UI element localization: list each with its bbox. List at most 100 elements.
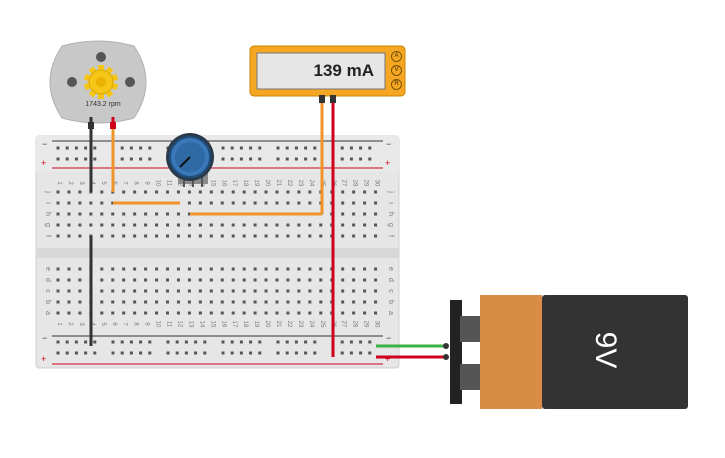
rail-minus-top-right: −: [386, 139, 391, 149]
column-number-18-top: 18: [242, 180, 248, 187]
row-letter-c-left: c: [44, 289, 51, 293]
column-number-2-top: 2: [67, 181, 73, 185]
column-number-27-top: 27: [341, 180, 347, 187]
column-number-11-bottom: 11: [166, 321, 172, 328]
row-letter-a-left: a: [44, 311, 51, 315]
motor-gear-icon: [83, 65, 119, 99]
column-number-24-top: 24: [308, 180, 314, 187]
rail-plus-bottom-right: +: [385, 354, 390, 364]
column-number-23-bottom: 23: [297, 321, 303, 328]
row-letter-e-left: e: [44, 267, 51, 271]
column-number-8-bottom: 8: [133, 322, 139, 326]
battery-voltage-label: 9V: [589, 331, 622, 369]
column-number-10-bottom: 10: [155, 321, 161, 328]
multimeter[interactable]: [249, 45, 406, 103]
column-number-11-top: 11: [166, 180, 172, 187]
column-number-15-top: 15: [209, 180, 215, 187]
column-number-17-bottom: 17: [231, 321, 237, 328]
column-number-30-bottom: 30: [374, 321, 380, 328]
motor-mount-hole-left: [67, 77, 77, 87]
row-letter-g-right: g: [387, 223, 394, 227]
column-number-3-bottom: 3: [78, 322, 84, 326]
rail-minus-top-left: −: [42, 139, 47, 149]
column-number-10-top: 10: [155, 180, 161, 187]
column-number-8-top: 8: [133, 181, 139, 185]
column-number-7-bottom: 7: [122, 322, 128, 326]
column-number-19-top: 19: [253, 180, 259, 187]
column-number-9-bottom: 9: [144, 322, 150, 326]
column-number-27-bottom: 27: [341, 321, 347, 328]
column-number-30-top: 30: [374, 180, 380, 187]
column-number-13-bottom: 13: [187, 321, 193, 328]
potentiometer[interactable]: [166, 133, 214, 187]
row-letter-j-left: j: [44, 190, 51, 193]
column-number-21-bottom: 21: [275, 321, 281, 328]
column-number-9-top: 9: [144, 181, 150, 185]
column-number-29-bottom: 29: [363, 321, 369, 328]
row-letter-e-right: e: [387, 267, 394, 271]
column-number-24-bottom: 24: [308, 321, 314, 328]
column-number-19-bottom: 19: [253, 321, 259, 328]
column-number-14-bottom: 14: [198, 321, 204, 328]
row-letter-f-right: f: [387, 235, 394, 237]
row-letter-g-left: g: [44, 223, 51, 227]
row-letter-f-left: f: [44, 235, 51, 237]
motor-mount-hole-top: [96, 52, 106, 62]
row-letter-b-right: b: [387, 300, 394, 304]
column-number-5-bottom: 5: [100, 322, 106, 326]
column-number-17-top: 17: [231, 180, 237, 187]
column-number-3-top: 3: [78, 181, 84, 185]
rail-plus-top-left: +: [41, 158, 46, 168]
row-letter-b-left: b: [44, 300, 51, 304]
breadboard-row-letters: j i h g f j i h g f e d c b a e d c b a: [44, 190, 394, 315]
row-letter-i-left: i: [44, 202, 51, 204]
multimeter-mode-volts[interactable]: V: [391, 65, 402, 76]
multimeter-reading: 139 mA: [313, 61, 374, 80]
column-number-25-bottom: 25: [319, 321, 325, 328]
row-letter-h-right: h: [387, 212, 394, 216]
motor-speed-label: 1743.2 rpm: [85, 101, 121, 108]
row-letter-j-right: j: [387, 190, 394, 193]
row-letter-c-right: c: [387, 289, 394, 293]
column-number-20-bottom: 20: [264, 321, 270, 328]
column-number-7-top: 7: [122, 181, 128, 185]
row-letter-a-right: a: [387, 311, 394, 315]
column-number-22-top: 22: [286, 180, 292, 187]
row-letter-i-right: i: [387, 202, 394, 204]
column-number-5-top: 5: [100, 181, 106, 185]
rail-plus-bottom-left: +: [41, 354, 46, 364]
column-number-15-bottom: 15: [209, 321, 215, 328]
column-number-6-bottom: 6: [111, 322, 117, 326]
column-number-20-top: 20: [264, 180, 270, 187]
column-number-18-bottom: 18: [242, 321, 248, 328]
row-letter-d-right: d: [387, 278, 394, 282]
column-number-1-bottom: 1: [56, 322, 62, 326]
rail-minus-bottom-left: −: [42, 333, 47, 343]
breadboard[interactable]: 1234567891011121314151617181920212223242…: [35, 135, 400, 369]
column-number-2-bottom: 2: [67, 322, 73, 326]
column-number-16-bottom: 16: [220, 321, 226, 328]
battery-9v[interactable]: [443, 295, 688, 409]
column-number-21-top: 21: [275, 180, 281, 187]
wires[interactable]: [89, 100, 446, 359]
column-number-28-top: 28: [352, 180, 358, 187]
breadboard-holes: [56, 146, 378, 355]
column-number-22-bottom: 22: [286, 321, 292, 328]
rail-minus-bottom-right: −: [386, 333, 391, 343]
multimeter-display: [256, 52, 386, 90]
multimeter-mode-resistance[interactable]: R: [391, 79, 402, 90]
column-number-28-bottom: 28: [352, 321, 358, 328]
column-number-29-top: 29: [363, 180, 369, 187]
row-letter-d-left: d: [44, 278, 51, 282]
column-number-12-bottom: 12: [176, 321, 182, 328]
column-number-1-top: 1: [56, 181, 62, 185]
row-letter-h-left: h: [44, 212, 51, 216]
rail-plus-top-right: +: [385, 158, 390, 168]
column-number-16-top: 16: [220, 180, 226, 187]
dc-motor[interactable]: [49, 40, 147, 129]
motor-mount-hole-right: [125, 77, 135, 87]
potentiometer-knob-indicator[interactable]: [179, 156, 191, 168]
multimeter-mode-amps[interactable]: A: [391, 51, 402, 62]
